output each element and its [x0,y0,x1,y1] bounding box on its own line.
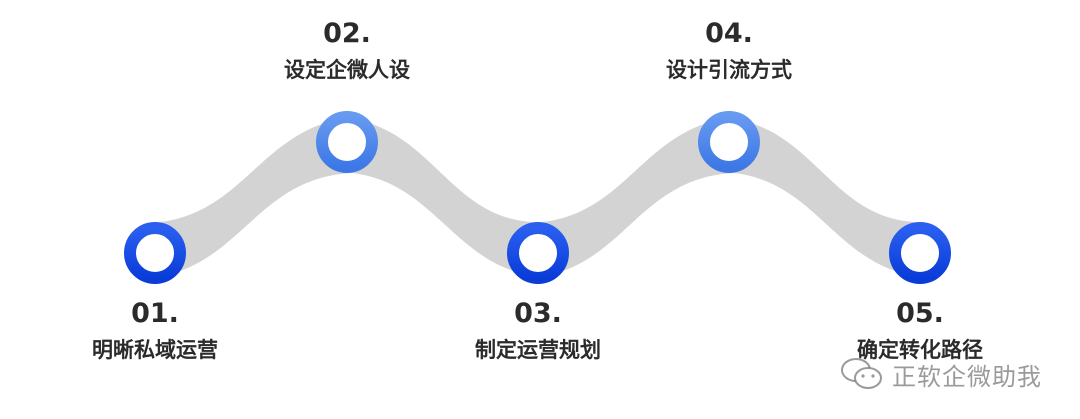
wechat-icon [841,358,882,389]
step-node-5 [889,222,951,284]
step-node-1 [124,222,186,284]
connector-band [160,124,352,271]
step-label-5: 05. 确定转化路径 [810,298,1030,364]
watermark: 正软企微助我 [840,356,1042,392]
step-node-4 [698,111,760,173]
step-number: 04. [705,18,753,49]
step-title: 制定运营规划 [475,338,601,362]
step-title: 确定转化路径 [857,338,983,362]
connector-band [543,124,734,271]
step-number: 01. [131,298,179,329]
step-title: 设计引流方式 [666,58,792,82]
step-label-3: 03. 制定运营规划 [428,298,648,364]
watermark-text: 正软企微助我 [892,362,1042,391]
connector-band [352,124,533,271]
step-number: 03. [514,298,562,329]
step-number: 05. [896,298,944,329]
step-number: 02. [323,18,371,49]
step-label-2: 02. 设定企微人设 [237,18,457,84]
step-node-3 [507,222,569,284]
step-node-2 [316,111,378,173]
step-label-1: 01. 明晰私域运营 [45,298,265,364]
step-label-4: 04. 设计引流方式 [619,18,839,84]
step-title: 设定企微人设 [284,58,410,82]
step-title: 明晰私域运营 [92,338,218,362]
connector-band [734,124,915,271]
